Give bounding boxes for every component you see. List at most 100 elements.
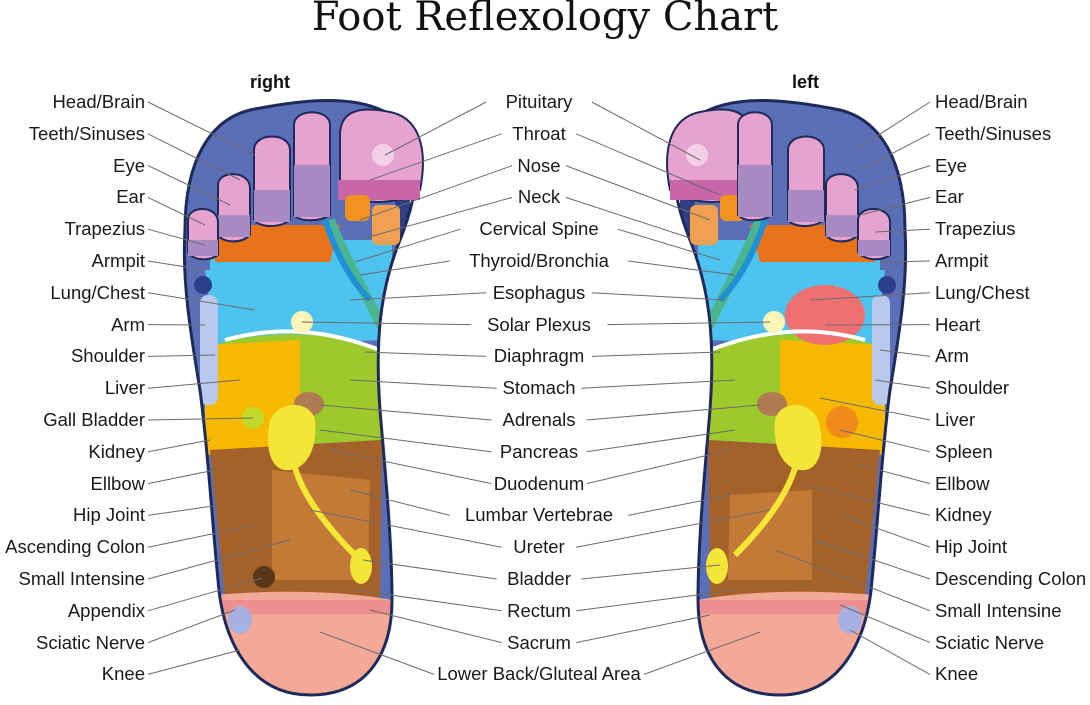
left-foot-side-label: Head/Brain [935,91,1028,112]
left-neck-zone [690,205,718,245]
left-bladder [706,548,728,584]
left-foot-side-label: Arm [935,345,969,367]
leader-line [804,484,931,516]
left-foot-side-label: Hip Joint [935,536,1007,558]
leader-line [581,379,736,389]
center-label: Adrenals [502,409,576,430]
leader-line [147,196,206,226]
page-title: Foot Reflexology Chart [311,0,779,40]
leader-line [359,165,513,221]
leader-line [819,397,931,421]
left-foot-side-label: Trapezius [935,218,1016,240]
leader-line [147,228,206,246]
right-foot-side-label: Appendix [67,599,145,621]
right-foot-side-label: Gall Bladder [43,409,145,430]
left-spleen [826,406,858,438]
right-foot-side-label: Ellbow [90,472,146,494]
leader-line [874,228,931,233]
leader-line [814,539,931,580]
leader-line [147,379,241,389]
leader-line [329,449,492,485]
leader-line [369,133,502,181]
leader-line [309,509,502,548]
leader-line [591,351,721,357]
leader-line [364,351,487,357]
right-foot [182,99,424,697]
left-foot-side-label: Shoulder [935,377,1010,399]
center-label: Stomach [502,377,576,399]
center-label: Lumbar Vertebrae [464,504,614,526]
center-label: Sacrum [507,631,571,653]
right-foot-side-label: Eye [113,154,145,176]
right-kidney [267,405,316,471]
left-foot-side-label: Heart [935,313,981,335]
leader-line [586,404,761,421]
center-label: Esophagus [492,281,586,303]
left-pituitary-dot [686,144,708,166]
leader-line [147,649,241,675]
leader-line [586,429,736,453]
leader-line [354,228,461,263]
leader-line [349,292,487,301]
leader-line [147,417,254,421]
right-appendix [253,566,275,588]
leader-line [147,354,216,357]
leader-line [147,439,211,453]
leader-line [147,292,256,311]
leader-line [854,165,931,191]
leader-line [147,101,256,156]
right-foot-side-label: Sciatic Nerve [36,631,145,653]
center-label: Duodenum [493,472,585,494]
left-foot-side-label: Descending Colon [935,568,1087,589]
right-foot-label: right [250,72,290,92]
leader-line [565,196,691,239]
right-ureter [292,467,358,558]
left-foot-label: left [792,72,819,92]
leader-line [628,494,731,516]
left-foot-side-label: Lung/Chest [935,281,1030,303]
leader-line [319,631,435,675]
center-label: Pancreas [499,440,579,462]
left-foot-side-label: Liver [935,409,976,430]
right-pituitary-dot [372,144,394,166]
leader-line [839,514,931,548]
right-foot-side-label: Small Intensine [18,568,145,589]
leader-line [147,577,263,612]
leader-line [565,165,711,221]
leader-line [591,292,726,301]
leader-lines [147,101,931,675]
leader-line [147,524,256,548]
leader-line [874,379,931,389]
left-foot-side-label: Ear [935,186,964,208]
left-thyroid [717,219,768,303]
right-foot-side-label: Hip Joint [73,504,145,526]
leader-line [581,564,721,580]
leader-line [349,379,497,389]
leader-line [576,614,711,644]
leader-line [369,609,502,644]
center-label: Throat [512,122,566,144]
right-neck-zone [372,205,400,245]
leader-line [628,260,736,276]
leader-line [591,101,701,161]
leader-line [576,589,736,612]
leader-line [809,292,931,301]
right-lung-zone [205,270,395,345]
leader-line [617,228,721,261]
leader-line [364,196,513,239]
leader-line [854,101,931,151]
left-ureter [732,467,798,558]
right-bladder [350,548,372,584]
left-foot-side-label: Spleen [935,440,993,462]
leader-line [607,321,771,326]
left-foot-side-label: Knee [935,663,979,685]
left-foot-side-label: Teeth/Sinuses [935,122,1052,144]
right-foot-side-label: Teeth/Sinuses [28,122,145,144]
leader-line [319,429,492,453]
right-sciatic-nerve-zone [228,606,252,634]
leader-line [586,449,731,485]
right-throat-zone [345,195,370,221]
left-solar-plexus [763,311,785,333]
leader-line [319,404,492,421]
